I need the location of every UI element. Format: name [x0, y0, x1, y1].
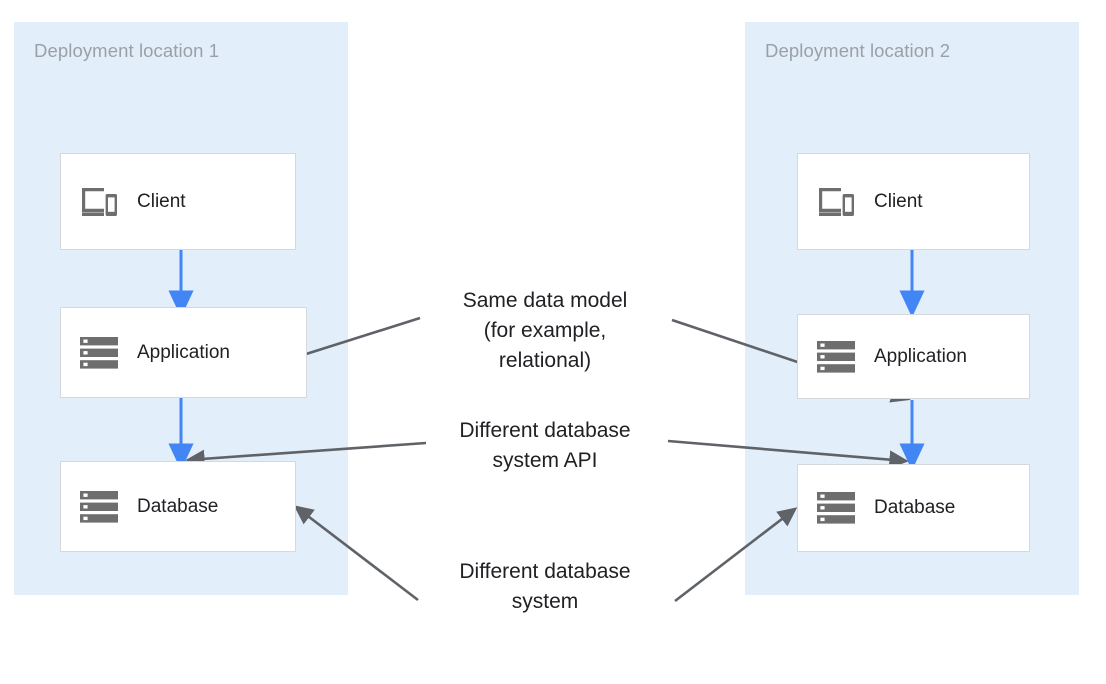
node-client-zone1[interactable]: Client — [60, 153, 296, 250]
deployment-location-2-title: Deployment location 2 — [765, 40, 951, 61]
server-icon — [79, 487, 119, 527]
devices-icon — [79, 182, 119, 222]
annotation-same-data-model: Same data model (for example, relational… — [462, 289, 628, 372]
node-label-client-zone1: Client — [137, 190, 186, 212]
node-label-database-zone2: Database — [874, 497, 956, 518]
node-label-application-zone2: Application — [874, 345, 967, 367]
node-label-application-zone1: Application — [137, 341, 230, 363]
deployment-location-1-title: Deployment location 1 — [34, 40, 220, 61]
devices-icon — [816, 182, 856, 222]
node-database-zone1[interactable]: Database — [60, 461, 296, 552]
node-label-database-zone1: Database — [137, 495, 219, 517]
node-application-zone1[interactable]: Application — [60, 307, 307, 398]
annotation-different-database-system: Different database system — [459, 560, 631, 613]
node-label-client-zone2: Client — [874, 190, 923, 212]
node-application-zone2[interactable]: Application — [797, 314, 1030, 399]
node-database-zone2[interactable]: Database — [797, 464, 1030, 552]
node-client-zone2[interactable]: Client — [797, 153, 1030, 250]
server-icon — [816, 337, 856, 377]
annotation-different-database-system-api: Different database system API — [459, 419, 631, 472]
server-icon — [79, 333, 119, 373]
server-icon — [816, 488, 856, 528]
